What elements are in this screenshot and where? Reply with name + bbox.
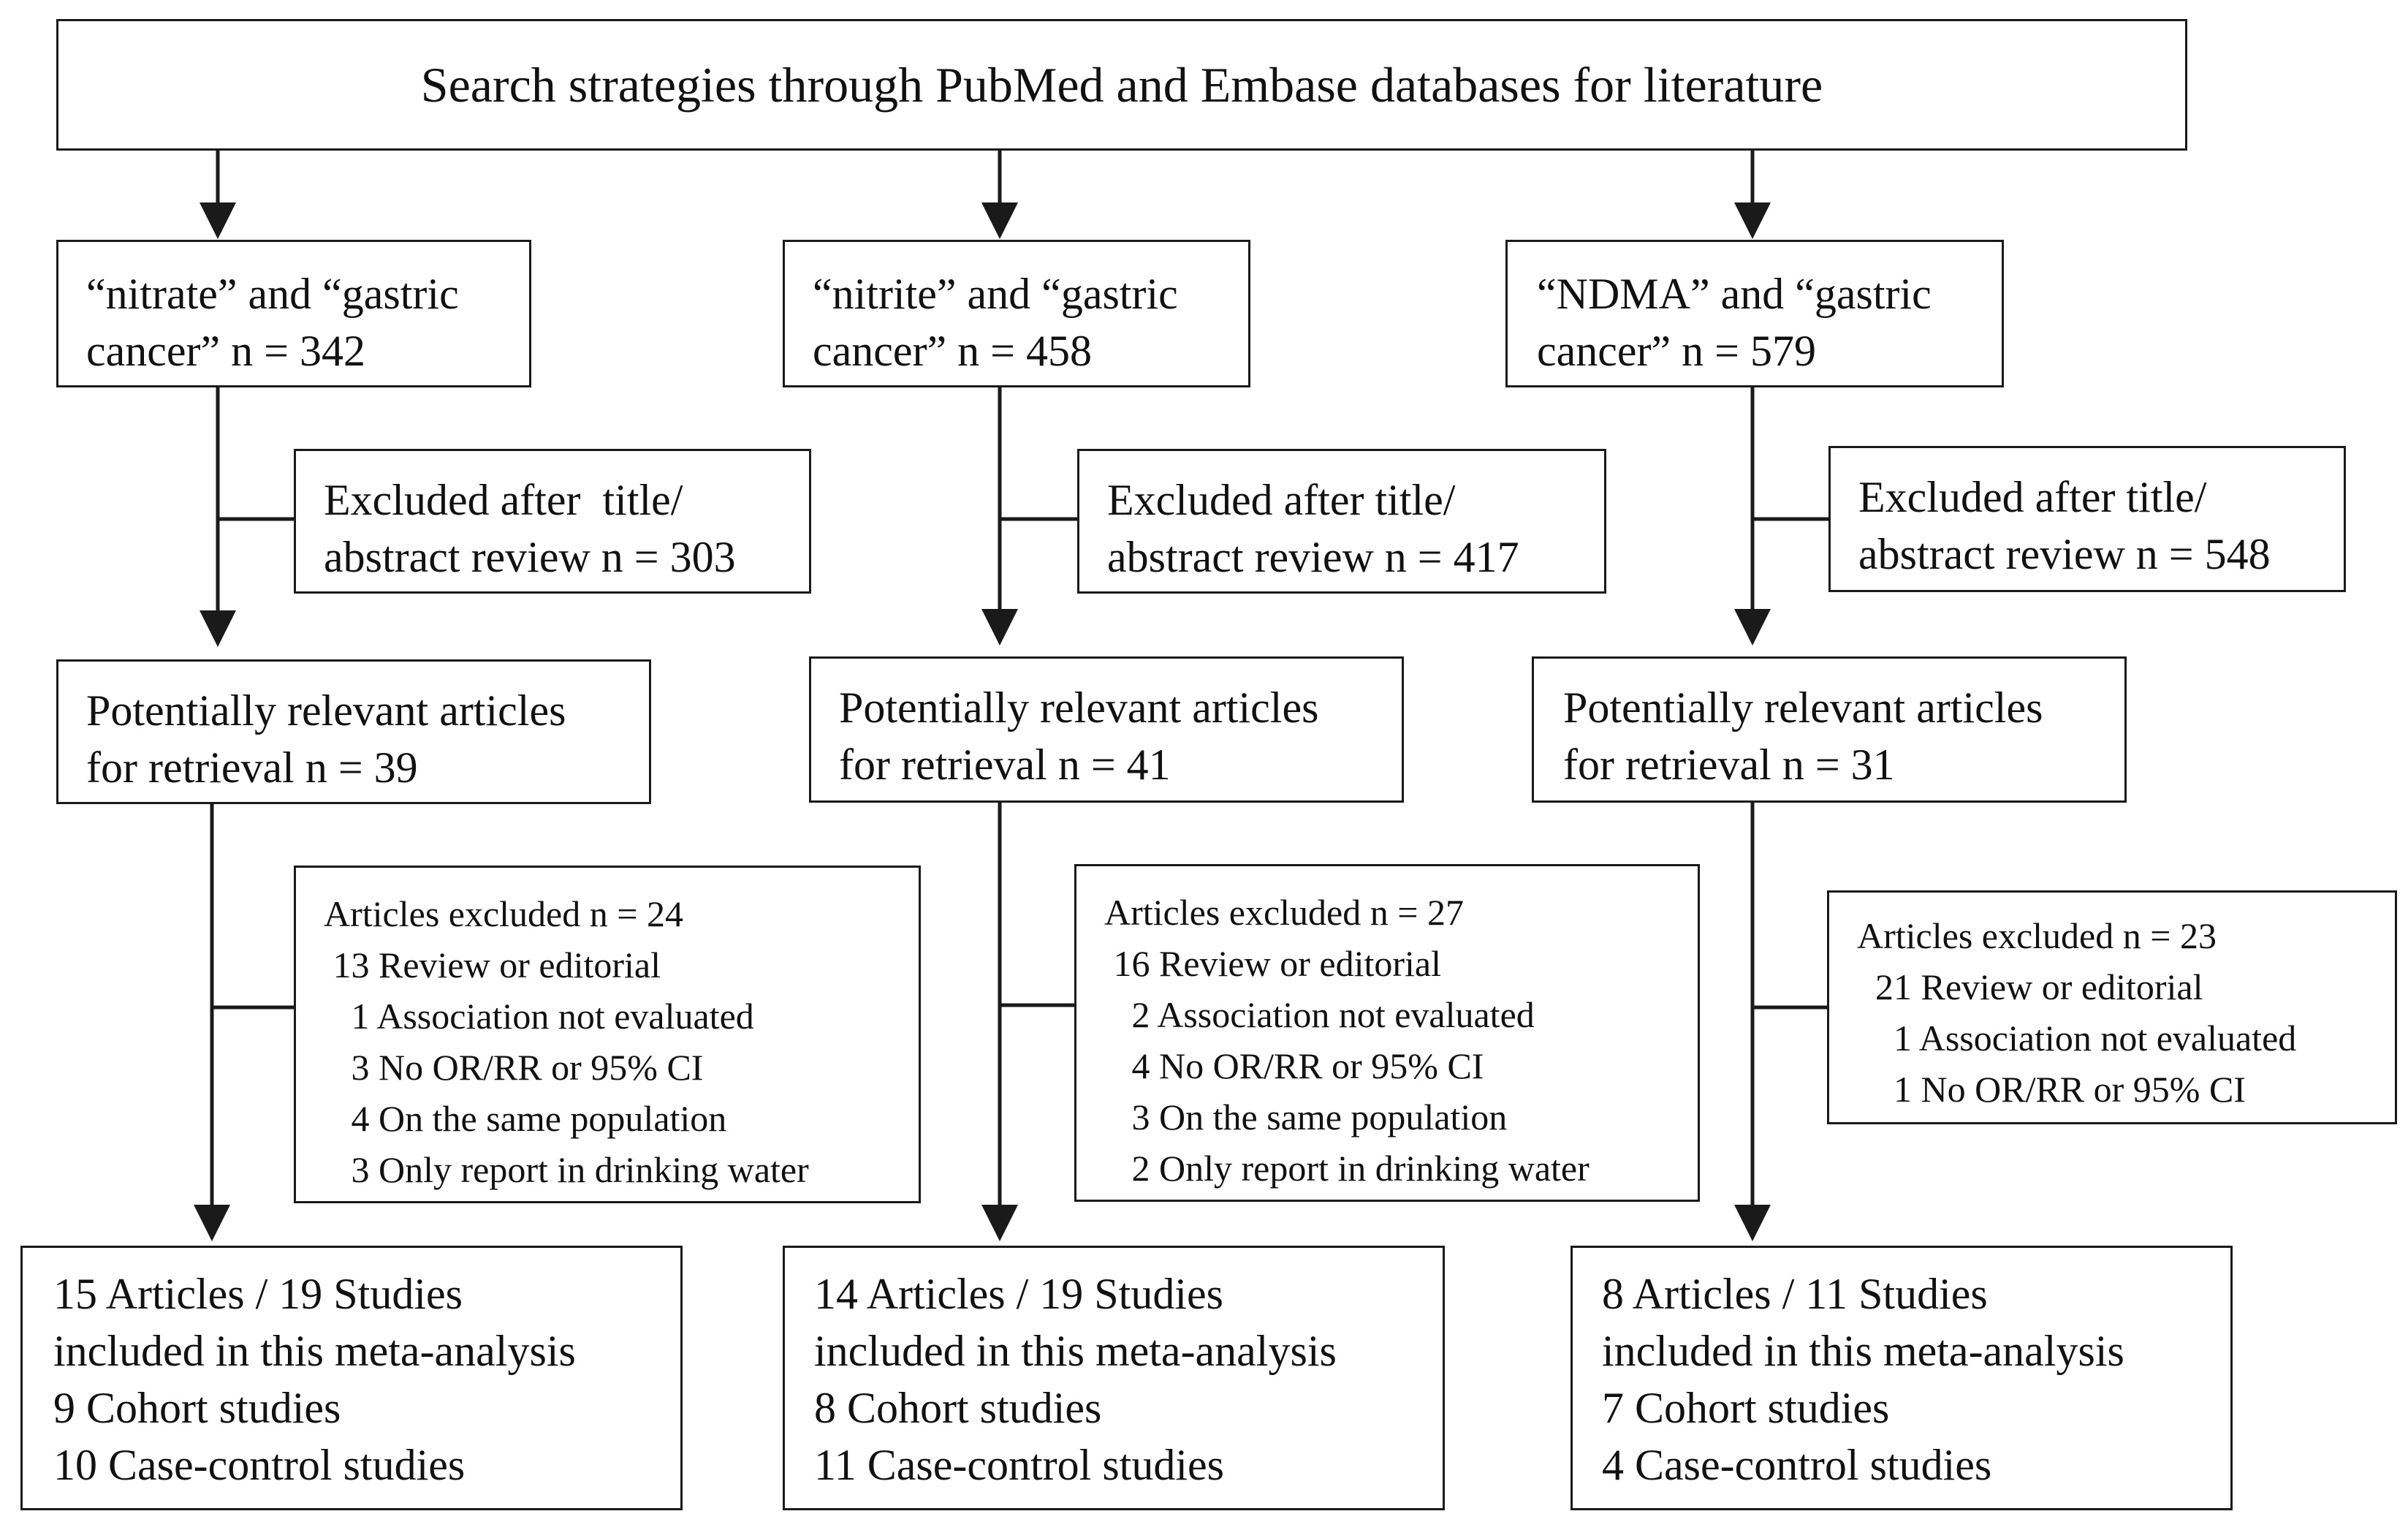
ndma-included-box: 8 Articles / 11 Studies included in this… <box>1570 1246 2233 1510</box>
ndma-query-box: “NDMA” and “gastric cancer” n = 579 <box>1505 240 2004 387</box>
ndma-relevant-box: Potentially relevant articles for retrie… <box>1532 656 2127 803</box>
nitrate-excluded-title-line-2: abstract review n = 303 <box>324 533 736 581</box>
nitrite-excluded-title-line-1: Excluded after title/ <box>1107 476 1456 524</box>
nitrite-excluded-line-2: 16 Review or editorial <box>1104 943 1442 984</box>
nitrite-excluded-articles-box: Articles excluded n = 27 16 Review or ed… <box>1074 864 1700 1202</box>
nitrite-relevant-line-1: Potentially relevant articles <box>839 684 1319 732</box>
nitrate-excluded-line-3: 1 Association not evaluated <box>324 996 754 1037</box>
nitrite-excluded-line-6: 2 Only report in drinking water <box>1104 1148 1589 1189</box>
nitrate-query-box: “nitrate” and “gastric cancer” n = 342 <box>56 240 531 387</box>
ndma-excluded-articles-box: Articles excluded n = 23 21 Review or ed… <box>1827 890 2397 1124</box>
nitrate-relevant-line-1: Potentially relevant articles <box>86 686 566 735</box>
nitrate-query-line-1: “nitrate” and “gastric <box>86 270 459 318</box>
nitrite-included-line-1: 14 Articles / 19 Studies <box>814 1270 1223 1318</box>
nitrite-relevant-box: Potentially relevant articles for retrie… <box>809 656 1404 803</box>
nitrite-included-line-4: 11 Case-control studies <box>814 1441 1225 1489</box>
ndma-included-line-4: 4 Case-control studies <box>1602 1441 1992 1489</box>
ndma-included-line-3: 7 Cohort studies <box>1602 1384 1890 1432</box>
nitrate-included-line-4: 10 Case-control studies <box>53 1441 466 1489</box>
ndma-excluded-line-3: 1 Association not evaluated <box>1857 1018 2297 1059</box>
ndma-excluded-title-box: Excluded after title/ abstract review n … <box>1828 446 2346 592</box>
ndma-excluded-title-line-1: Excluded after title/ <box>1858 473 2207 521</box>
ndma-included-line-2: included in this meta-analysis <box>1602 1327 2124 1375</box>
nitrite-excluded-line-4: 4 No OR/RR or 95% CI <box>1104 1045 1484 1086</box>
nitrate-included-line-3: 9 Cohort studies <box>53 1384 341 1432</box>
nitrate-query-line-2: cancer” n = 342 <box>86 327 365 375</box>
nitrate-excluded-line-4: 3 No OR/RR or 95% CI <box>324 1047 704 1088</box>
nitrate-excluded-title-box: Excluded after title/ abstract review n … <box>294 449 811 594</box>
nitrite-excluded-line-3: 2 Association not evaluated <box>1104 994 1535 1035</box>
ndma-excluded-title-line-2: abstract review n = 548 <box>1858 530 2271 578</box>
nitrite-excluded-title-line-2: abstract review n = 417 <box>1107 533 1519 581</box>
nitrate-included-line-1: 15 Articles / 19 Studies <box>53 1270 463 1318</box>
nitrite-query-line-2: cancer” n = 458 <box>813 327 1092 375</box>
nitrate-excluded-line-5: 4 On the same population <box>324 1098 727 1139</box>
nitrite-query-box: “nitrite” and “gastric cancer” n = 458 <box>783 240 1250 387</box>
search-strategy-box: Search strategies through PubMed and Emb… <box>56 19 2187 151</box>
nitrite-included-line-2: included in this meta-analysis <box>814 1327 1337 1375</box>
ndma-excluded-line-2: 21 Review or editorial <box>1857 966 2203 1007</box>
ndma-relevant-line-1: Potentially relevant articles <box>1563 684 2043 732</box>
nitrate-relevant-line-2: for retrieval n = 39 <box>86 743 418 792</box>
nitrite-query-line-1: “nitrite” and “gastric <box>813 270 1178 318</box>
nitrite-included-line-3: 8 Cohort studies <box>814 1384 1102 1432</box>
ndma-query-line-2: cancer” n = 579 <box>1537 327 1816 375</box>
nitrate-relevant-box: Potentially relevant articles for retrie… <box>56 659 651 804</box>
ndma-excluded-line-1: Articles excluded n = 23 <box>1857 915 2217 956</box>
nitrate-included-box: 15 Articles / 19 Studies included in thi… <box>20 1246 683 1510</box>
nitrate-excluded-line-2: 13 Review or editorial <box>324 944 661 985</box>
nitrate-excluded-line-6: 3 Only report in drinking water <box>324 1149 809 1190</box>
nitrate-included-line-2: included in this meta-analysis <box>53 1327 576 1375</box>
nitrite-included-box: 14 Articles / 19 Studies included in thi… <box>783 1246 1445 1510</box>
ndma-query-line-1: “NDMA” and “gastric <box>1537 270 1932 318</box>
ndma-relevant-line-2: for retrieval n = 31 <box>1563 741 1895 789</box>
search-strategy-text: Search strategies through PubMed and Emb… <box>420 56 1823 113</box>
nitrate-excluded-title-line-1: Excluded after title/ <box>324 476 683 524</box>
ndma-included-line-1: 8 Articles / 11 Studies <box>1602 1270 1988 1318</box>
nitrite-excluded-title-box: Excluded after title/ abstract review n … <box>1077 449 1606 594</box>
nitrite-excluded-line-5: 3 On the same population <box>1104 1097 1508 1137</box>
nitrite-excluded-line-1: Articles excluded n = 27 <box>1104 892 1464 933</box>
ndma-excluded-line-4: 1 No OR/RR or 95% CI <box>1857 1069 2246 1110</box>
nitrate-excluded-line-1: Articles excluded n = 24 <box>324 893 683 934</box>
nitrite-relevant-line-2: for retrieval n = 41 <box>839 741 1171 789</box>
nitrate-excluded-articles-box: Articles excluded n = 24 13 Review or ed… <box>294 866 921 1203</box>
